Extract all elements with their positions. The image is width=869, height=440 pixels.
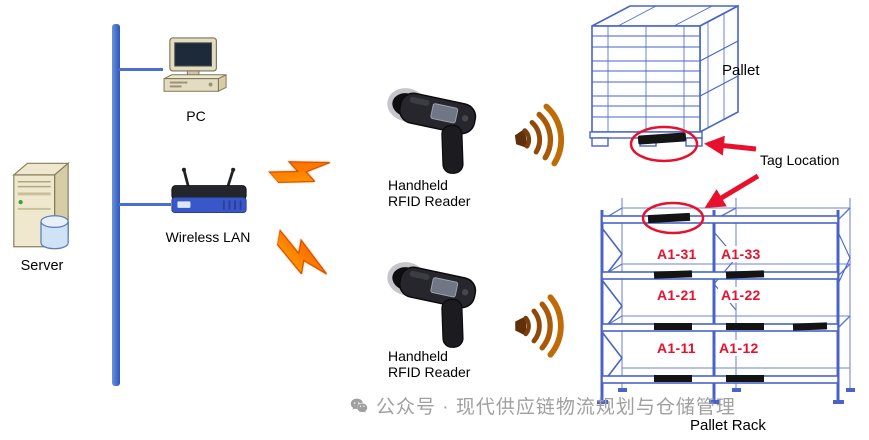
handheld-rfid-reader-bottom-icon <box>387 262 477 348</box>
pallet-rack-label: Pallet Rack <box>690 417 766 434</box>
handheld-reader-bottom-label-line2: RFID Reader <box>388 364 471 381</box>
tag-highlight-circle-rack <box>641 201 705 235</box>
tag-location-label: Tag Location <box>760 152 840 168</box>
handheld-reader-bottom-label-line1: Handheld <box>388 348 448 364</box>
rack-location-a1-33: A1-33 <box>718 246 764 262</box>
wireless-router-icon <box>171 167 247 213</box>
lan-backbone-line <box>112 24 120 386</box>
pc-label: PC <box>186 108 206 124</box>
pallet-label: Pallet <box>722 62 760 79</box>
rfid-waves-bottom-icon <box>515 294 564 358</box>
lan-connector-pc <box>119 68 163 71</box>
handheld-reader-top-label-line1: Handheld <box>388 177 448 193</box>
tag-location-arrow-pallet-icon <box>704 136 757 156</box>
handheld-reader-top-label-line2: RFID Reader <box>388 193 471 210</box>
server-icon <box>12 162 70 250</box>
tag-location-arrow-rack-icon <box>704 173 760 209</box>
rack-location-a1-31: A1-31 <box>654 246 700 262</box>
pallet-rfid-tag <box>637 132 687 145</box>
handheld-reader-bottom-label: Handheld RFID Reader <box>388 348 498 380</box>
wechat-icon <box>350 398 368 413</box>
tag-highlight-circle-pallet <box>629 125 699 163</box>
pallet-rack-illustration <box>597 198 855 404</box>
pallet-illustration <box>589 4 739 147</box>
rack-location-a1-22: A1-22 <box>718 287 764 303</box>
watermark-text: 公众号 · 现代供应链物流规划与仓储管理 <box>376 397 736 418</box>
lan-connector-router <box>119 203 171 206</box>
handheld-reader-top-label: Handheld RFID Reader <box>388 177 498 209</box>
watermark: 公众号 · 现代供应链物流规划与仓储管理 <box>348 392 736 419</box>
wireless-signal-bolt-top-icon <box>267 161 331 184</box>
rack-location-a1-11: A1-11 <box>654 340 699 356</box>
rack-location-a1-21: A1-21 <box>654 287 700 303</box>
rack-location-a1-12: A1-12 <box>716 340 762 356</box>
wireless-lan-label: Wireless LAN <box>165 229 251 245</box>
rfid-waves-top-icon <box>514 103 565 167</box>
wireless-signal-bolt-bottom-icon <box>276 228 328 276</box>
rack-rfid-tags <box>647 212 828 382</box>
server-label: Server <box>20 258 64 274</box>
handheld-rfid-reader-top-icon <box>387 88 477 174</box>
pc-icon <box>163 37 227 93</box>
